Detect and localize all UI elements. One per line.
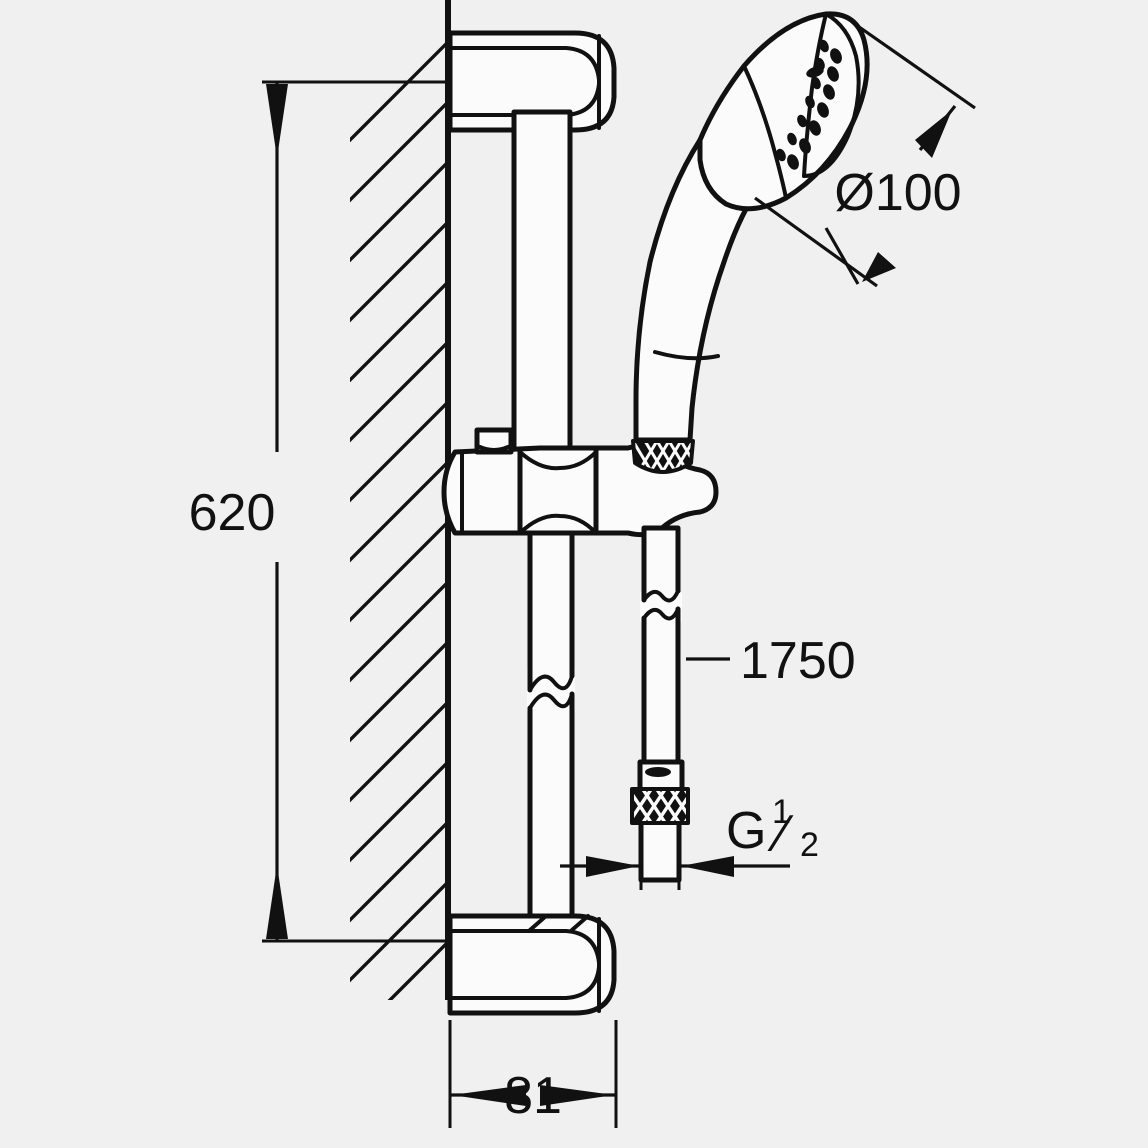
wall-projection-dimension: 81 <box>448 1020 618 1128</box>
rail-height-value: 620 <box>189 484 276 542</box>
hose-break-symbol <box>640 567 682 663</box>
hose-nut-lower <box>630 787 690 825</box>
spray-nozzle-array <box>776 39 842 170</box>
hand-shower-head <box>633 11 870 443</box>
hose-thread-letter: G <box>726 802 766 860</box>
hose-nut-upper <box>631 439 695 474</box>
spray-selector-button <box>806 66 824 78</box>
slider-clamp-lever <box>474 427 514 455</box>
rail-top-bracket <box>447 30 617 133</box>
spray-face-diameter-value: Ø100 <box>834 164 961 222</box>
rail-break-symbol <box>527 637 575 763</box>
spray-face-diameter-dimension: Ø100 <box>754 20 976 288</box>
hose-length-value: 1750 <box>740 632 856 690</box>
hose-thread-denominator: 2 <box>800 826 819 864</box>
wall-section-hatched <box>350 0 451 1000</box>
rail-bottom-bracket <box>447 913 617 1016</box>
hose-sleeve-marking <box>645 767 671 777</box>
shower-hose <box>637 525 685 883</box>
hose-length-callout: 1750 <box>686 632 856 690</box>
hose-thread-numerator: 1 <box>772 793 791 831</box>
rail-height-dimension: 620 <box>189 80 452 943</box>
wall-projection-value: 81 <box>504 1067 562 1125</box>
